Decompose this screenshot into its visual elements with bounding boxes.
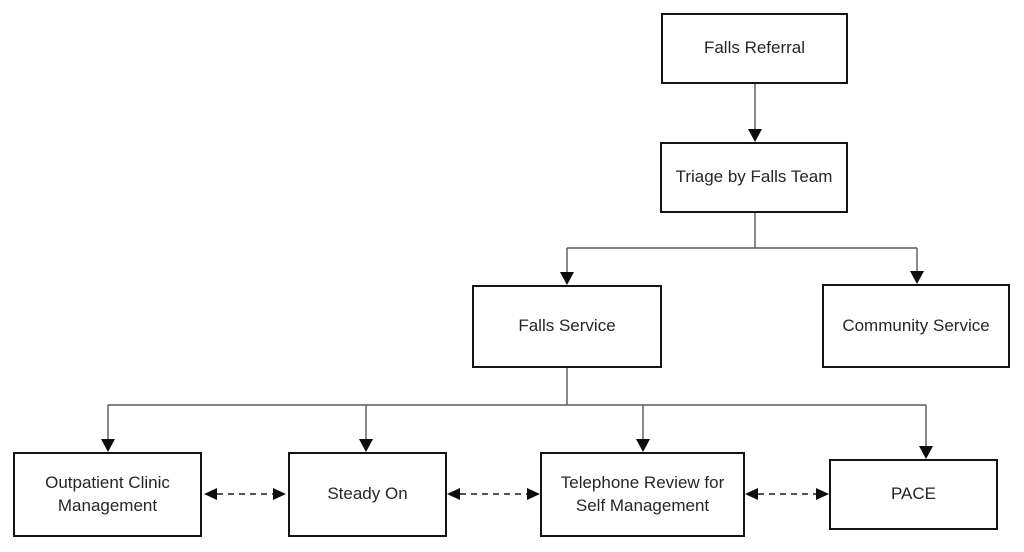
node-pace: PACE	[829, 459, 998, 530]
node-falls-service: Falls Service	[472, 285, 662, 368]
edge-steady-on-telephone	[447, 488, 540, 500]
edge-outpatient-steady-on	[204, 488, 286, 500]
node-triage: Triage by Falls Team	[660, 142, 848, 213]
node-falls-service-label: Falls Service	[518, 316, 616, 336]
node-falls-referral: Falls Referral	[661, 13, 848, 84]
edge-falls-referral-to-triage	[748, 84, 762, 142]
node-steady-on-label: Steady On	[327, 484, 408, 504]
node-pace-label: PACE	[890, 484, 937, 504]
edge-triage-branch	[560, 213, 924, 285]
node-outpatient-clinic-label: Outpatient Clinic Management	[45, 472, 170, 515]
node-steady-on: Steady On	[288, 452, 447, 537]
node-falls-referral-label: Falls Referral	[703, 38, 806, 58]
node-community-service-label: Community Service	[842, 315, 990, 335]
node-outpatient-clinic: Outpatient Clinic Management	[13, 452, 202, 537]
node-telephone-review: Telephone Review for Self Management	[540, 452, 745, 537]
node-community-service: Community Service	[822, 284, 1010, 368]
edge-telephone-pace	[745, 488, 829, 500]
node-triage-label: Triage by Falls Team	[675, 167, 833, 187]
edge-falls-service-distribution	[101, 368, 933, 459]
node-telephone-review-label: Telephone Review for Self Management	[560, 472, 725, 515]
